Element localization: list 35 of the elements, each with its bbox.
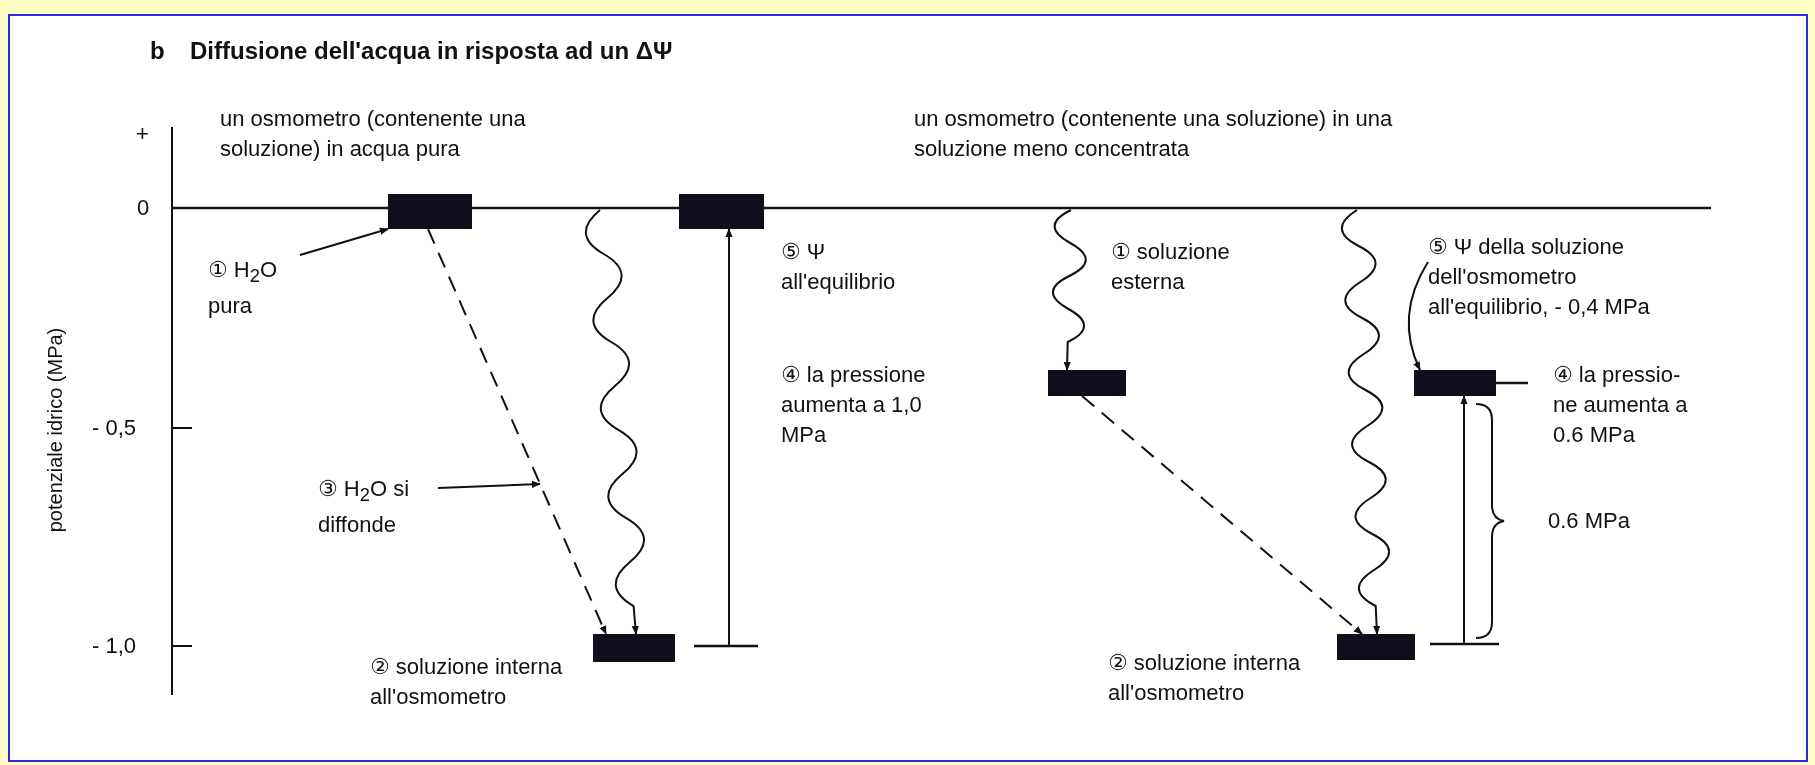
- dashed-arrow: [1081, 395, 1363, 635]
- wavy-arrow: [1340, 209, 1391, 635]
- level-bar: [388, 194, 472, 229]
- annotation-text: ④ la pressio- ne aumenta a 0.6 MPa: [1553, 361, 1689, 449]
- arrow: [299, 227, 389, 256]
- axis-title: potenziale idrico (MPa): [43, 326, 67, 535]
- panel-letter: b: [150, 36, 165, 66]
- level-bar: [1337, 634, 1415, 660]
- annotation-text: ② soluzione interna all'osmometro: [370, 653, 564, 711]
- wavy-arrow: [584, 209, 645, 635]
- axis-tick-label: - 0,5: [92, 414, 137, 442]
- level-bar: [1414, 370, 1496, 396]
- diagram-title: Diffusione dell'acqua in risposta ad un ΔΨ: [190, 36, 673, 66]
- dashed-arrow: [427, 228, 607, 635]
- caption-text: un osmometro (contenente una soluzione) in una soluzione meno concentrata: [914, 105, 1394, 163]
- callout-text: ③ H$_{2}$O si diffonde: [318, 474, 436, 541]
- axis-tick-label: +: [136, 120, 149, 148]
- annotation-text: ⑤ Ψ all'equilibrio: [781, 238, 897, 296]
- caption-text: un osmometro (contenente una soluzione) in acqua pura: [220, 105, 527, 163]
- arrow: [725, 228, 733, 647]
- wavy-arrow: [1051, 209, 1087, 371]
- callout-text: ① H$_{2}$O pura: [208, 255, 320, 322]
- arrow: [1460, 395, 1468, 645]
- annotation-text: ② soluzione interna all'osmometro: [1108, 649, 1302, 707]
- curved-arrow: [1407, 261, 1429, 371]
- level-bar: [593, 634, 675, 662]
- annotation-text: ① soluzione esterna: [1111, 238, 1231, 296]
- annotation-text: ④ la pressione aumenta a 1,0 MPa: [781, 361, 927, 449]
- leader-line: [437, 480, 541, 489]
- callout-text: ⑤ Ψ della soluzione dell'osmometro all'equilibrio, - 0,4 MPa: [1428, 232, 1683, 322]
- level-bar: [679, 194, 764, 229]
- level-bar: [1048, 370, 1126, 396]
- axis-tick-label: - 1,0: [92, 632, 137, 660]
- measure-label: 0.6 MPa: [1548, 507, 1630, 535]
- axis-tick-label: 0: [137, 194, 150, 222]
